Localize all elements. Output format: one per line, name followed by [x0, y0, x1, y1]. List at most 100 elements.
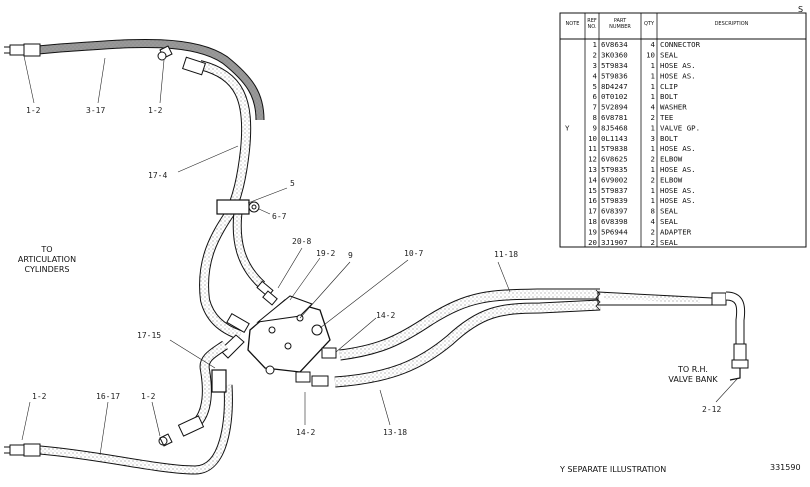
part-number-cell: 5T9835 [601, 165, 628, 174]
callout-6-7: 6-7 [272, 212, 287, 221]
svg-text:TO: TO [40, 245, 52, 254]
callout-1-2: 1-2 [26, 106, 41, 115]
table-header: NUMBER [609, 24, 631, 30]
description-cell: TEE [660, 113, 673, 122]
description-cell: SEAL [660, 217, 678, 226]
ref-cell: 11 [588, 144, 597, 153]
part-number-cell: 5V2894 [601, 103, 628, 112]
part-number-cell: 5T9834 [601, 61, 628, 70]
description-cell: BOLT [660, 92, 678, 101]
description-cell: VALVE GP. [660, 123, 700, 132]
part-number-cell: 5T9837 [601, 186, 628, 195]
callout-14-2: 14-2 [376, 311, 395, 320]
part-number-cell: 3K0360 [601, 51, 628, 60]
description-cell: HOSE AS. [660, 71, 696, 80]
qty-cell: 2 [651, 113, 655, 122]
ref-cell: 10 [588, 134, 597, 143]
part-number-cell: 6V8625 [601, 155, 628, 164]
qty-cell: 2 [651, 175, 655, 184]
description-cell: HOSE AS. [660, 196, 696, 205]
table-header: REF [587, 18, 597, 24]
hose-16-17 [4, 340, 233, 475]
ref-cell: 7 [593, 103, 597, 112]
callout-19-2: 19-2 [316, 249, 335, 258]
qty-cell: 4 [651, 40, 656, 49]
description-cell: BOLT [660, 134, 678, 143]
qty-cell: 1 [651, 196, 655, 205]
ref-cell: 15 [588, 186, 597, 195]
description-cell: ADAPTER [660, 227, 692, 236]
callout-14-2b: 14-2 [296, 428, 315, 437]
part-number-cell: 3J1907 [601, 238, 628, 247]
part-number-cell: 0L1143 [601, 134, 628, 143]
ref-cell: 1 [593, 40, 597, 49]
callout-13-18: 13-18 [383, 428, 407, 437]
part-number-cell: 5T9839 [601, 196, 628, 205]
callout-20-8: 20-8 [292, 237, 311, 246]
valve-group [219, 280, 337, 387]
part-number-cell: 5T9836 [601, 71, 628, 80]
part-number-cell: 0T0102 [601, 92, 628, 101]
description-cell: HOSE AS. [660, 165, 696, 174]
qty-cell: 1 [651, 61, 655, 70]
hose-continuation [595, 289, 749, 381]
callout-1-2d: 1-2 [141, 392, 156, 401]
description-cell: ELBOW [660, 155, 683, 164]
clip [216, 199, 260, 215]
callout-17-4: 17-4 [148, 171, 167, 180]
qty-cell: 1 [651, 186, 655, 195]
ref-cell: 20 [588, 238, 597, 247]
connector-fitting [9, 44, 25, 56]
qty-cell: 1 [651, 165, 655, 174]
callouts: 1-2 3-17 1-2 17-4 5 6-7 20-8 19-2 9 10-7… [21, 55, 739, 456]
callout-3-17: 3-17 [86, 106, 105, 115]
ref-cell: 13 [588, 165, 597, 174]
callout-17-15: 17-15 [137, 331, 161, 340]
ref-cell: 8 [593, 113, 597, 122]
qty-cell: 8 [651, 207, 655, 216]
qty-cell: 3 [651, 134, 655, 143]
corner-mark: S [798, 5, 803, 14]
qty-cell: 10 [646, 51, 655, 60]
note-cell: Y [565, 123, 570, 132]
description-cell: CLIP [660, 82, 678, 91]
table-row: 15 5T9837 1 HOSE AS. [588, 186, 696, 195]
part-number-cell: 6V8634 [601, 40, 628, 49]
ref-cell: 16 [588, 196, 597, 205]
description-cell: ELBOW [660, 175, 683, 184]
description-cell: HOSE AS. [660, 186, 696, 195]
qty-cell: 1 [651, 71, 655, 80]
ref-cell: 18 [588, 217, 597, 226]
description-cell: SEAL [660, 207, 678, 216]
hose-17-4 [157, 45, 266, 340]
description-cell: WASHER [660, 103, 687, 112]
part-number-cell: 5P6944 [601, 227, 628, 236]
svg-text:ARTICULATION: ARTICULATION [18, 255, 76, 264]
ref-cell: 17 [588, 207, 597, 216]
ref-cell: 4 [593, 71, 598, 80]
table-header: QTY [644, 21, 655, 27]
qty-cell: 1 [651, 144, 655, 153]
note-articulation: TO ARTICULATION CYLINDERS [18, 245, 76, 274]
svg-text:CYLINDERS: CYLINDERS [25, 265, 70, 274]
ref-cell: 9 [593, 123, 597, 132]
footnote: Y SEPARATE ILLUSTRATION [559, 465, 666, 474]
lower-clip [211, 369, 227, 393]
table-header: PART [614, 18, 627, 24]
drawing-number: 331590 [770, 463, 801, 472]
qty-cell: 1 [651, 82, 655, 91]
